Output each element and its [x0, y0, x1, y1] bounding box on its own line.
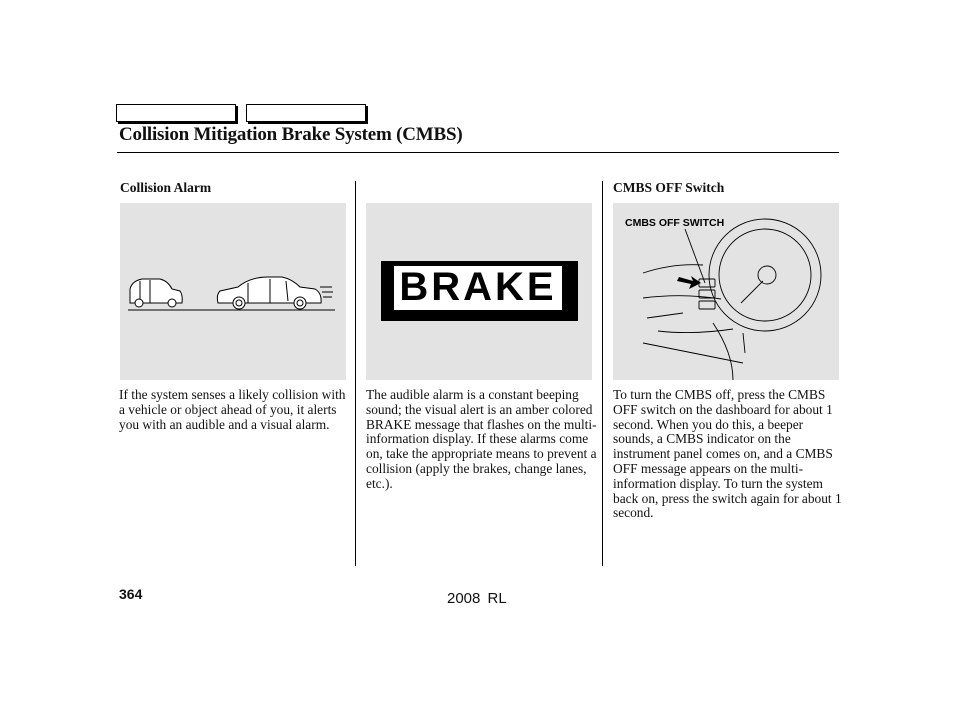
- motion-lines: [320, 286, 333, 298]
- dashboard-illustration: CMBS OFF SWITCH: [625, 217, 822, 380]
- page-number: 364: [119, 586, 143, 602]
- brake-display: BRAKE: [381, 261, 578, 321]
- cmbs-off-switch-text: To turn the CMBS off, press the CMBS OFF…: [613, 387, 842, 521]
- collision-alarm-text: If the system senses a likely collision …: [119, 387, 346, 432]
- page-title: Collision Mitigation Brake System (CMBS): [119, 124, 463, 145]
- brake-message: BRAKE: [399, 265, 556, 309]
- pointer-arrow-icon: [677, 276, 701, 289]
- cmbs-off-switch-callout: CMBS OFF SWITCH: [625, 217, 724, 229]
- cmbs-switch-illustration: CMBS OFF SWITCH: [613, 203, 839, 380]
- audible-alarm-text: The audible alarm is a constant beeping …: [366, 387, 597, 491]
- column-divider-1: [355, 181, 356, 566]
- footer-model: 2008 RL: [447, 590, 507, 607]
- two-cars-illustration: [128, 276, 335, 311]
- title-rule: [117, 152, 839, 153]
- following-car-icon: [216, 276, 322, 310]
- column-divider-2: [602, 181, 603, 566]
- nav-button-1[interactable]: [116, 104, 236, 122]
- collision-illustration: [120, 203, 346, 380]
- subtitle-cmbs-off-switch: CMBS OFF Switch: [613, 180, 725, 195]
- brake-message-illustration: BRAKE: [366, 203, 592, 380]
- nav-button-2[interactable]: [246, 104, 366, 122]
- lead-car-icon: [129, 278, 183, 308]
- subtitle-collision-alarm: Collision Alarm: [120, 180, 212, 195]
